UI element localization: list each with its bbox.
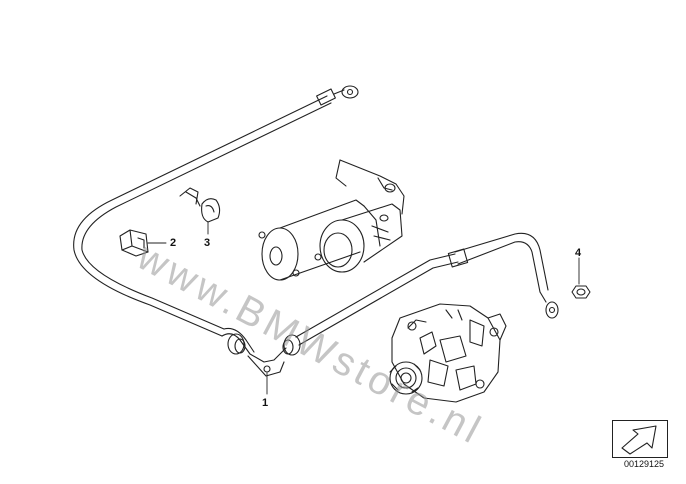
battery-cable [73, 85, 359, 337]
starter-motor [258, 159, 405, 281]
callout-3: 3 [204, 237, 211, 249]
nut-4 [571, 285, 591, 299]
reference-arrow-glyph [621, 425, 657, 455]
callout-1: 1 [262, 397, 269, 409]
cable-clip-2 [119, 229, 149, 257]
alternator-cable [295, 232, 559, 346]
callout-4: 4 [575, 247, 582, 259]
cable-clip-3 [179, 187, 221, 223]
callout-2: 2 [170, 237, 177, 249]
alternator [389, 303, 507, 403]
cable-junction [221, 327, 301, 377]
leader-lines [147, 221, 580, 395]
reference-number: 00129125 [624, 459, 665, 469]
